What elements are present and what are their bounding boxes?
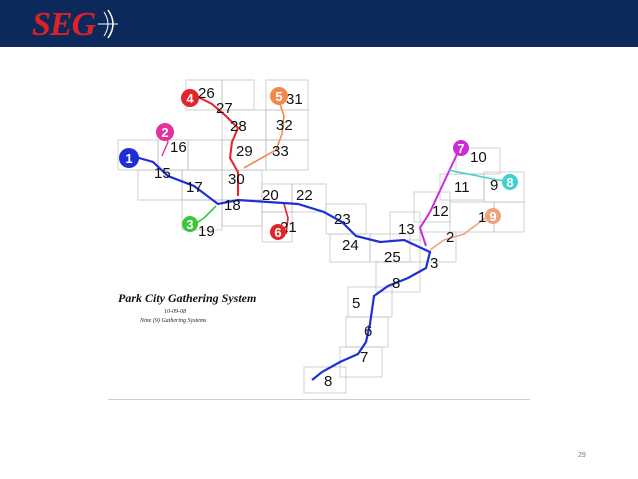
logo-text: SEG (32, 6, 96, 43)
section-label: 24 (342, 237, 359, 254)
system-marker-4 (181, 89, 199, 107)
section-label: 8 (392, 275, 400, 292)
system-marker-label: 5 (275, 89, 282, 104)
map-date: 10-09-08 (164, 309, 186, 315)
system-marker-label: 7 (457, 141, 464, 156)
section-label: 23 (334, 211, 351, 228)
section-label: 31 (286, 91, 303, 108)
section-label: 12 (432, 203, 449, 220)
section-label: 13 (398, 221, 415, 238)
system-marker-1 (119, 148, 139, 168)
section-label: 29 (236, 143, 253, 160)
section-label: 10 (470, 149, 487, 166)
system-marker-label: 8 (506, 175, 513, 190)
system-marker-label: 9 (489, 209, 496, 224)
logo-globe-icon (98, 9, 118, 39)
system-9-line (429, 215, 489, 251)
section-label: 8 (324, 373, 332, 390)
gathering-system-map: 26 27 28 29 30 31 32 33 16 15 17 18 19 2… (108, 72, 530, 400)
system-marker-label: 6 (274, 225, 281, 240)
system-6-line (283, 203, 289, 235)
system-marker-label: 3 (186, 217, 193, 232)
section-label: 5 (352, 295, 360, 312)
section-label: 33 (272, 143, 289, 160)
section-label: 15 (154, 165, 171, 182)
system-markers: 1 2 3 4 5 6 7 8 9 (119, 87, 518, 240)
system-7-line (418, 151, 459, 247)
divider (108, 399, 530, 400)
map-tiles (117, 79, 525, 394)
section-label: 17 (186, 179, 203, 196)
section-label: 30 (228, 171, 245, 188)
section-label: 18 (224, 197, 241, 214)
section-label: 27 (216, 100, 233, 117)
section-label: 19 (198, 223, 215, 240)
system-marker-label: 1 (125, 151, 132, 166)
system-marker-label: 4 (186, 91, 194, 106)
section-label: 25 (384, 249, 401, 266)
system-marker-9 (485, 208, 501, 224)
map-diagram: 26 27 28 29 30 31 32 33 16 15 17 18 19 2… (117, 79, 525, 394)
section-label: 2 (446, 229, 454, 246)
map-title: Park City Gathering System (118, 291, 257, 305)
system-marker-8 (502, 174, 518, 190)
section-label: 20 (262, 187, 279, 204)
system-marker-2 (156, 123, 174, 141)
section-label: 11 (454, 179, 470, 196)
section-label: 16 (170, 139, 187, 156)
section-label: 6 (364, 323, 372, 340)
section-label: 1 (478, 209, 486, 226)
section-label: 22 (296, 187, 313, 204)
header-bar: SEG (0, 0, 638, 47)
section-labels: 26 27 28 29 30 31 32 33 16 15 17 18 19 2… (154, 85, 498, 390)
section-label: 9 (490, 177, 498, 194)
system-4-line (195, 95, 240, 196)
seg-logo: SEG (32, 6, 122, 44)
system-marker-5 (270, 87, 288, 105)
page-number: 29 (578, 452, 586, 459)
map-subtitle: Nine (9) Gathering Systems (140, 318, 207, 324)
section-label: 3 (430, 255, 438, 272)
system-marker-6 (270, 224, 286, 240)
system-marker-7 (453, 140, 469, 156)
section-label: 28 (230, 118, 247, 135)
section-label: 26 (198, 85, 215, 102)
system-marker-label: 2 (161, 125, 168, 140)
section-label: 7 (360, 349, 368, 366)
trunk-line-blue (131, 154, 432, 381)
section-label: 32 (276, 117, 293, 134)
system-marker-3 (182, 216, 198, 232)
system-5-line (243, 97, 285, 169)
